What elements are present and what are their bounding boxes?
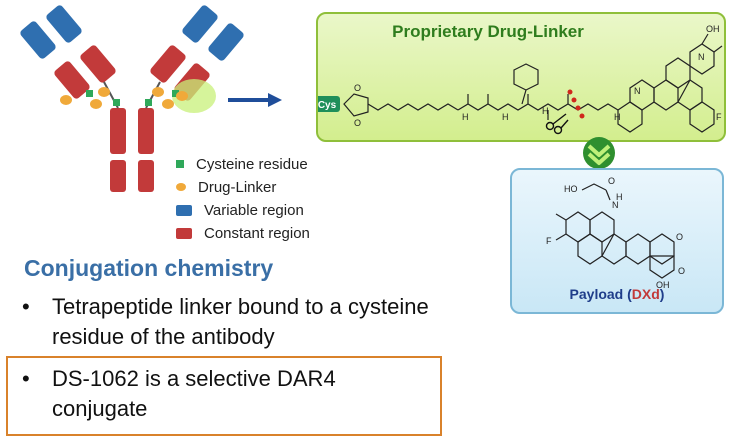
atom-label: H (502, 112, 509, 122)
legend-label: Drug-Linker (198, 178, 277, 196)
atom-label: O (354, 83, 361, 93)
atom-label: F (716, 112, 722, 122)
atom-label: OH (656, 280, 670, 290)
cys-label: Cys (318, 100, 337, 111)
section-heading: Conjugation chemistry (24, 255, 274, 281)
payload-caption: Payload (DXd) (512, 286, 722, 302)
legend-item-cysteine: Cysteine residue (176, 154, 308, 174)
drug-linker-dot (90, 99, 102, 109)
cysteine-swatch (176, 160, 184, 168)
drug-linker-title: Proprietary Drug-Linker (392, 22, 584, 41)
legend-item-drug-linker: Drug-Linker (176, 177, 276, 197)
drug-linker-structure: Cys (318, 24, 723, 135)
antibody-illustration (20, 5, 282, 192)
heavy-chain-right-lower (138, 160, 154, 192)
legend-item-constant-region: Constant region (176, 223, 310, 243)
variable-region-left-inner (46, 5, 82, 43)
legend-label: Cysteine residue (196, 155, 308, 173)
constant-region-left-outer (54, 61, 90, 99)
arrow-head (268, 93, 282, 107)
scissors-icon (545, 113, 569, 135)
atom-label: H (462, 112, 469, 122)
atom-label: OH (706, 24, 720, 34)
drug-linker-dot (152, 87, 164, 97)
atom-label: O (678, 266, 685, 276)
legend-label: Variable region (204, 201, 304, 219)
drug-linker-dot (162, 99, 174, 109)
variable-region-swatch (176, 204, 192, 216)
heavy-chain-left-upper (110, 108, 126, 154)
drug-linker-panel: Proprietary Drug-Linker Cys (316, 12, 726, 142)
atom-label: O (608, 176, 615, 186)
bullet-item: • DS-1062 is a selective DAR4 conjugate (22, 364, 432, 424)
variable-region-right-outer (208, 23, 244, 61)
heavy-chain-right-upper (138, 108, 154, 154)
drug-linker-dot (176, 91, 188, 101)
bullet-item: • Tetrapeptide linker bound to a cysteine… (22, 292, 472, 352)
atom-label: H (616, 192, 623, 202)
atom-label: O (676, 232, 683, 242)
highlight-box (6, 356, 442, 436)
cysteine-residue (172, 90, 179, 97)
constant-region-left-inner (80, 45, 116, 83)
legend-label: Constant region (204, 224, 310, 242)
cysteine-residue (113, 99, 120, 106)
atom-label: HO (564, 184, 578, 194)
atom-label: O (354, 118, 361, 128)
cysteine-residue (86, 90, 93, 97)
atom-label: F (546, 236, 552, 246)
payload-skeleton (555, 183, 675, 279)
chevron-down-icon (583, 137, 615, 169)
conjugation-site-highlight (172, 79, 216, 113)
constant-region-right-inner (150, 45, 186, 83)
bullet-marker: • (22, 366, 30, 391)
atom-label: N (698, 52, 705, 62)
cys-tag (318, 96, 340, 112)
payload-caption-prefix: Payload ( (569, 286, 632, 302)
bullet-marker: • (22, 294, 30, 319)
variable-region-left-outer (20, 21, 56, 59)
drug-linker-dot (98, 87, 110, 97)
payload-caption-highlight: DXd (631, 286, 660, 302)
payload-structure: HO O N F O OH O H (546, 176, 685, 290)
cysteine-residue (145, 99, 152, 106)
constant-region-swatch (176, 227, 192, 239)
atom-label: N (634, 86, 641, 96)
bullet-text: DS-1062 is a selective DAR4 conjugate (52, 366, 336, 421)
atom-label: H (542, 106, 549, 116)
payload-caption-suffix: ) (659, 286, 665, 302)
cleavage-site (567, 89, 585, 119)
bullet-text: Tetrapeptide linker bound to a cysteine … (52, 294, 429, 349)
payload-panel: HO O N F O OH O H Payload (DXd) (510, 168, 724, 314)
legend-item-variable-region: Variable region (176, 200, 304, 220)
variable-region-right-inner (182, 5, 218, 43)
drug-linker-dot (60, 95, 72, 105)
heavy-chain-left-lower (110, 160, 126, 192)
drug-linker-swatch (176, 183, 186, 191)
atom-label: H (614, 112, 621, 122)
atom-label: N (612, 200, 619, 210)
linker-skeleton (343, 33, 723, 133)
